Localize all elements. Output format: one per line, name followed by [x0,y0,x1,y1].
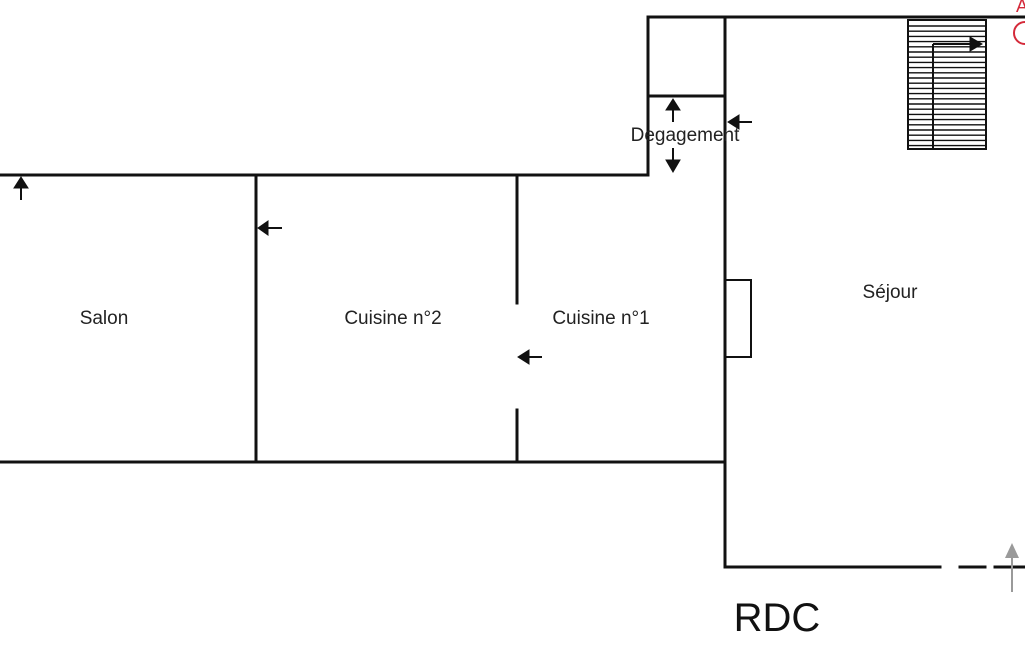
staircase-steps [908,25,986,147]
corner-marker: A [1013,0,1025,45]
exit-arrow [1005,543,1019,592]
door-arrow-cuisine2 [257,220,282,236]
staircase-up-arrow-icon [969,36,983,52]
door-arrow-degagement-up [665,98,681,122]
degagement-walls [646,15,1025,177]
room-label-sejour: Séjour [863,282,919,303]
door-arrow-degagement-down [665,148,681,173]
arrow-left-icon [727,114,740,130]
staircase-outline [907,19,987,150]
arrow-left-icon [257,220,269,236]
corner-circle-icon [1013,21,1025,45]
sejour-walls [723,15,1025,569]
fireplace [724,279,752,358]
room-label-salon: Salon [80,308,129,329]
left-block-walls [0,173,727,464]
door-arrow-cuisine1 [517,349,542,365]
corner-mark-label: A [1016,0,1025,16]
room-label-cuisine-1: Cuisine n°1 [552,308,649,329]
room-label-degagement: Degagement [631,125,741,146]
arrow-left-icon [517,349,530,365]
exit-arrow-up-icon [1005,543,1019,558]
arrow-up-icon [13,176,29,189]
arrow-up-icon [665,98,681,111]
arrow-down-icon [665,159,681,173]
level-label: RDC [734,596,821,640]
staircase [907,19,987,150]
door-arrow-sejour [727,114,752,130]
room-label-cuisine-2: Cuisine n°2 [344,308,441,329]
door-arrow-salon [13,176,29,200]
